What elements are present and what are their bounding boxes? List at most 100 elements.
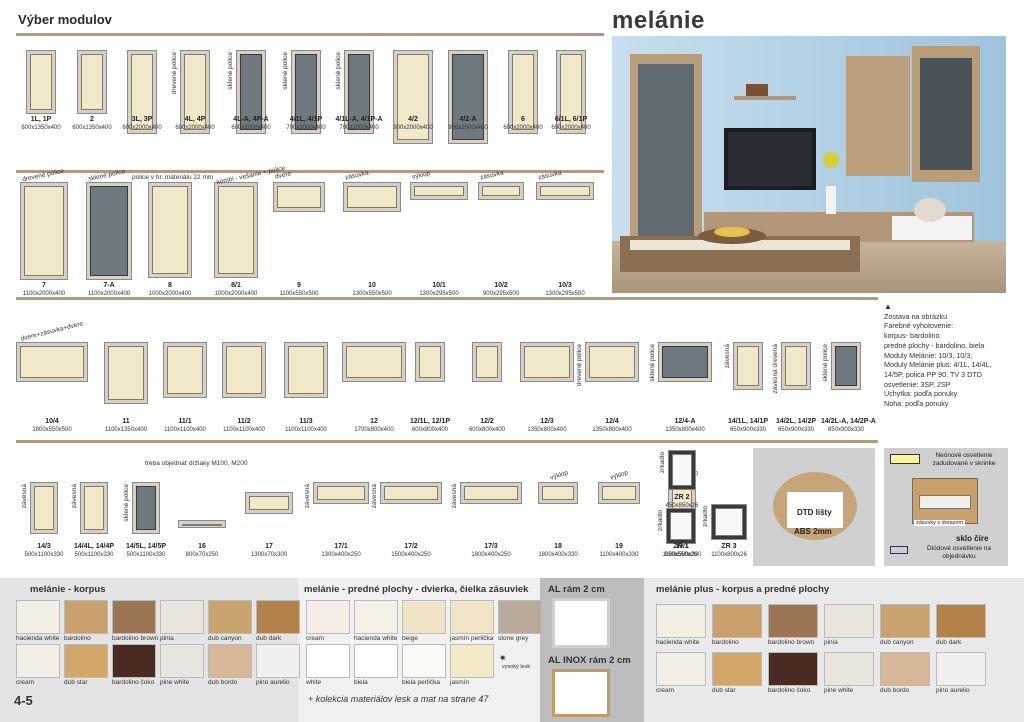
info-line: Moduly Melánie plus: 4/1L, 14/4L,: [884, 360, 992, 370]
module-dimensions: 650x900x330: [729, 427, 767, 433]
module-code: 8: [168, 282, 172, 289]
module-note: sklené police: [227, 52, 234, 90]
module-code: 14/2L-A, 14/2P-A: [821, 418, 876, 425]
cabinet-drawing: [585, 342, 639, 382]
module-code: 19/1: [675, 543, 689, 550]
module-10-3: [526, 182, 604, 200]
module-zr-1: [656, 508, 706, 544]
swatch-label: white: [306, 679, 322, 686]
cabinet-drawing: [132, 482, 160, 534]
module-code: ZR 3: [721, 543, 737, 550]
edge-line-2: ABS 2mm: [794, 527, 832, 536]
module-zr-3: [701, 504, 757, 540]
swatch: [256, 600, 300, 634]
module-code: 17: [265, 543, 273, 550]
module-note: sklené police: [649, 344, 656, 382]
module-12-3: [510, 342, 584, 382]
module-note: závesná drevená: [772, 344, 779, 394]
module-dimensions: 600x2000x400: [231, 125, 271, 131]
swatch: [768, 652, 818, 686]
module-dimensions: 1300x295x500: [419, 291, 459, 297]
divider: [16, 440, 878, 443]
handle-note: treba objednať držiaky M100, M200: [145, 460, 248, 467]
module-note: sklené police: [822, 344, 829, 382]
cabinet-drawing: [711, 504, 747, 540]
module-dimensions: 1000x2000x400: [214, 291, 258, 297]
module-code: 1L, 1P: [30, 116, 52, 123]
module-dimensions: 600x2000x400: [175, 125, 215, 131]
module-code: ZR 2: [674, 494, 690, 501]
module-code: 12/4: [605, 418, 619, 425]
module-dimensions: 500x1100x330: [74, 552, 114, 558]
module-dimensions: 1100x800x26: [711, 552, 747, 558]
brand-title: melánie: [612, 7, 705, 34]
swatch-label: bardolino brown: [768, 639, 815, 646]
swatch: [656, 604, 706, 638]
info-line: Noha: podľa ponuky: [884, 399, 949, 409]
cabinet-drawing: [222, 342, 266, 398]
swatch: [64, 600, 108, 634]
drawer-image: [912, 478, 978, 524]
module-code: 14/3: [37, 543, 51, 550]
info-line: Moduly Melánie: 10/3, 10/3,: [884, 350, 973, 360]
swatch-label: biela perlička: [402, 679, 440, 686]
cabinet-drawing: [342, 342, 406, 382]
module-dimensions: 1100x1350x400: [104, 427, 148, 433]
module-12: [332, 342, 416, 382]
cabinet-drawing: [80, 482, 108, 534]
swatch: [450, 600, 494, 634]
cabinet-drawing: [520, 342, 574, 382]
swatch-label: dub star: [64, 679, 88, 686]
module-code: 11/1: [178, 418, 192, 425]
section-title: Výber modulov: [18, 12, 112, 27]
module-17: [235, 492, 303, 514]
module-code: 2: [90, 116, 94, 123]
module-6: [498, 50, 548, 134]
module-10: [333, 182, 411, 212]
module-code: 3L, 3P: [131, 116, 153, 123]
swatch-label: hacienda white: [16, 635, 60, 642]
module-7: [10, 182, 78, 280]
swatch: [306, 600, 350, 634]
module-note: zrkadlo: [702, 506, 709, 527]
cabinet-drawing: [536, 182, 594, 200]
module-4-2-a: [438, 50, 498, 144]
module-dimensions: 1350x800x400: [592, 427, 632, 433]
swatch: [498, 600, 542, 634]
al-title-2: AL INOX rám 2 cm: [548, 655, 631, 666]
module-code: 4L-A, 4P-A: [233, 116, 269, 123]
module-code: 19: [615, 543, 623, 550]
module-8: [138, 182, 202, 278]
module-dimensions: 650x900x330: [827, 427, 865, 433]
cabinet-drawing: [273, 182, 325, 212]
module-18: [528, 482, 588, 504]
plus-panel: [644, 578, 1024, 722]
room-photo: [612, 36, 1006, 293]
module-12-1l-12-1p: [405, 342, 455, 382]
cabinet-drawing: [380, 482, 442, 504]
module-14-4l-14-4p: [70, 482, 118, 534]
edge-detail-box: DTD lišty ABS 2mm: [753, 448, 875, 566]
module-dimensions: 1800x400x330: [538, 552, 578, 558]
module-19: [588, 482, 650, 504]
module-2: [67, 50, 117, 114]
module-14-1l-14-1p: [723, 342, 773, 390]
swatch-label: dub bordo: [880, 687, 910, 694]
swatch-label: jasmín: [450, 679, 470, 686]
cabinet-drawing: [77, 50, 107, 114]
module-code: 17/2: [404, 543, 418, 550]
module-dimensions: 850x550x26: [664, 552, 698, 558]
swatch: [112, 600, 156, 634]
info-line: Farebné vyhotovenie:: [884, 321, 954, 331]
module-dimensions: 600x1350x400: [21, 125, 61, 131]
module-dimensions: 1500x400x250: [391, 552, 431, 558]
cabinet-drawing: [214, 182, 258, 278]
module-code: 7-A: [103, 282, 115, 289]
info-marker: ▲: [884, 302, 892, 311]
module-dimensions: 900x2000x400: [448, 125, 488, 131]
module-code: 10: [368, 282, 376, 289]
cabinet-drawing: [343, 182, 401, 212]
cabinet-drawing: [556, 50, 586, 134]
module-11: [94, 342, 158, 404]
fronts-title: melánie - predné plochy - dvierka, čielk…: [304, 584, 529, 595]
